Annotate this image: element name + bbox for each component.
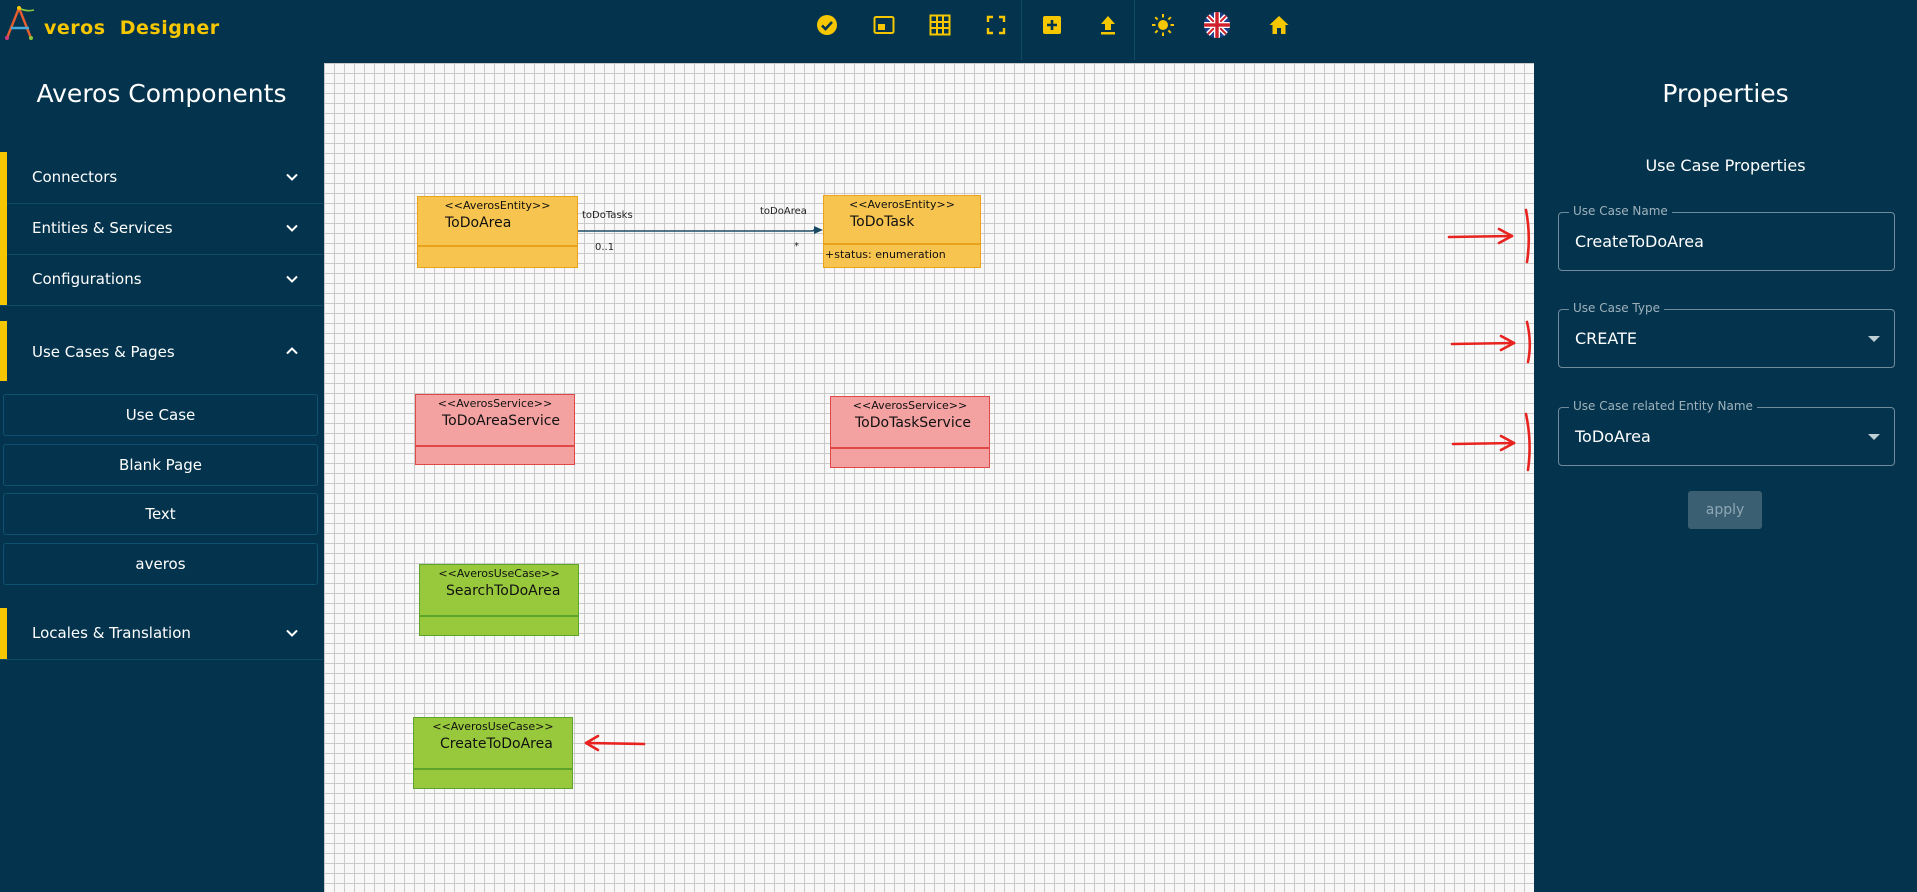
app-title: veros Designer bbox=[44, 17, 220, 39]
components-sidebar: Averos Components Connectors Entities & … bbox=[0, 60, 323, 892]
service-node-todoareaservice[interactable]: <<AverosService>> ToDoAreaService bbox=[415, 394, 575, 465]
toolbar-divider bbox=[1021, 0, 1022, 60]
add-component-button[interactable] bbox=[1037, 10, 1067, 40]
node-divider bbox=[831, 447, 989, 449]
sidebar-title: Averos Components bbox=[36, 79, 287, 108]
node-stereotype: <<AverosService>> bbox=[437, 397, 553, 410]
uk-flag-icon bbox=[1204, 12, 1230, 38]
node-stereotype: <<AverosEntity>> bbox=[849, 198, 955, 211]
component-averos[interactable]: averos bbox=[3, 543, 318, 585]
top-toolbar: veros Designer bbox=[0, 0, 1917, 60]
language-button[interactable] bbox=[1202, 10, 1232, 40]
entity-node-todoarea[interactable]: <<AverosEntity>> ToDoArea bbox=[417, 196, 578, 268]
chevron-up-icon bbox=[286, 347, 298, 355]
minimap-button[interactable] bbox=[869, 10, 899, 40]
sun-icon bbox=[1152, 14, 1174, 36]
logo-a-icon bbox=[5, 6, 35, 40]
usecase-node-searchtodoarea[interactable]: <<AverosUseCase>> SearchToDoArea bbox=[419, 564, 579, 636]
properties-title: Properties bbox=[1662, 79, 1789, 108]
field-label: Use Case Name bbox=[1569, 204, 1672, 218]
accordion-label: Use Cases & Pages bbox=[32, 343, 175, 361]
accordion-divider bbox=[0, 659, 323, 660]
node-divider bbox=[414, 768, 572, 770]
accordion-divider bbox=[0, 203, 323, 204]
node-stereotype: <<AverosEntity>> bbox=[444, 199, 551, 212]
node-name: ToDoTask bbox=[850, 214, 915, 230]
arrowhead-icon bbox=[814, 226, 823, 234]
use-case-entity-value: ToDoArea bbox=[1575, 427, 1651, 446]
node-name: ToDoArea bbox=[445, 215, 512, 231]
accordion-configurations[interactable]: Configurations bbox=[0, 254, 323, 305]
node-name: ToDoTaskService bbox=[855, 415, 972, 431]
service-node-todotaskservice[interactable]: <<AverosService>> ToDoTaskService bbox=[830, 396, 990, 468]
upload-icon bbox=[1101, 16, 1115, 35]
properties-panel: Properties Use Case Properties Use Case … bbox=[1534, 60, 1917, 892]
home-icon bbox=[1269, 16, 1289, 34]
chevron-down-icon bbox=[286, 629, 298, 637]
chevron-down-icon bbox=[286, 275, 298, 283]
node-name: ToDoAreaService bbox=[442, 413, 561, 429]
home-button[interactable] bbox=[1264, 10, 1294, 40]
properties-subtitle: Use Case Properties bbox=[1645, 156, 1806, 175]
node-name: CreateToDoArea bbox=[440, 736, 553, 752]
component-use-case[interactable]: Use Case bbox=[3, 394, 318, 436]
accordion-label: Connectors bbox=[32, 168, 118, 186]
use-case-type-select[interactable]: Use Case Type CREATE bbox=[1558, 301, 1895, 368]
node-stereotype: <<AverosService>> bbox=[852, 399, 968, 412]
use-case-entity-select[interactable]: Use Case related Entity Name ToDoArea bbox=[1558, 399, 1895, 466]
apply-button[interactable]: apply bbox=[1688, 491, 1762, 529]
grid-icon bbox=[929, 14, 951, 36]
connector-source-multiplicity: 0..1 bbox=[595, 242, 615, 253]
toolbar-divider bbox=[1134, 0, 1135, 60]
chevron-down-icon bbox=[286, 173, 298, 181]
chevron-down-icon bbox=[286, 224, 298, 232]
entity-node-todotask[interactable]: <<AverosEntity>> ToDoTask +status: enume… bbox=[823, 195, 981, 268]
dropdown-arrow-icon bbox=[1868, 434, 1880, 440]
usecase-node-createtodoarea[interactable]: <<AverosUseCase>> CreateToDoArea bbox=[413, 717, 573, 789]
accordion-label: Configurations bbox=[32, 270, 142, 288]
component-blank-page[interactable]: Blank Page bbox=[3, 444, 318, 486]
node-divider bbox=[420, 615, 578, 617]
accordion-label: Locales & Translation bbox=[32, 624, 191, 642]
dropdown-arrow-icon bbox=[1868, 336, 1880, 342]
use-case-name-input[interactable] bbox=[1575, 232, 1855, 251]
grid-toggle-button[interactable] bbox=[925, 10, 955, 40]
fullscreen-icon bbox=[986, 15, 1006, 35]
upload-button[interactable] bbox=[1093, 10, 1123, 40]
logo-word-designer: Designer bbox=[119, 17, 220, 39]
accordion-divider bbox=[0, 254, 323, 255]
accordion-connectors[interactable]: Connectors bbox=[0, 152, 323, 203]
fullscreen-button[interactable] bbox=[981, 10, 1011, 40]
connector-target-role: toDoArea bbox=[760, 206, 807, 217]
validate-button[interactable] bbox=[812, 10, 842, 40]
node-divider bbox=[418, 245, 577, 247]
node-name: SearchToDoArea bbox=[446, 583, 561, 599]
picture-in-picture-icon bbox=[873, 16, 895, 34]
node-attribute: +status: enumeration bbox=[825, 248, 946, 261]
connector-source-role: toDoTasks bbox=[582, 210, 633, 221]
component-text[interactable]: Text bbox=[3, 493, 318, 535]
accordion-locales-translation[interactable]: Locales & Translation bbox=[0, 608, 323, 659]
field-label: Use Case Type bbox=[1569, 301, 1664, 315]
accordion-divider bbox=[0, 305, 323, 306]
logo-word-averos: veros bbox=[44, 17, 106, 39]
node-stereotype: <<AverosUseCase>> bbox=[438, 567, 560, 580]
node-divider bbox=[416, 445, 574, 447]
node-stereotype: <<AverosUseCase>> bbox=[432, 720, 554, 733]
accordion-entities-services[interactable]: Entities & Services bbox=[0, 203, 323, 254]
connector-target-multiplicity: * bbox=[794, 241, 799, 252]
diagram-canvas[interactable]: toDoTasks 0..1 toDoArea * <<AverosEntity… bbox=[324, 63, 1534, 892]
node-divider bbox=[824, 243, 980, 245]
use-case-type-value: CREATE bbox=[1575, 329, 1637, 348]
add-box-icon bbox=[1043, 16, 1061, 34]
theme-toggle-button[interactable] bbox=[1148, 10, 1178, 40]
accordion-use-cases-pages[interactable]: Use Cases & Pages bbox=[0, 321, 323, 381]
use-case-name-field[interactable]: Use Case Name bbox=[1558, 204, 1895, 271]
check-circle-icon bbox=[817, 15, 837, 35]
field-label: Use Case related Entity Name bbox=[1569, 399, 1757, 413]
accordion-label: Entities & Services bbox=[32, 219, 173, 237]
